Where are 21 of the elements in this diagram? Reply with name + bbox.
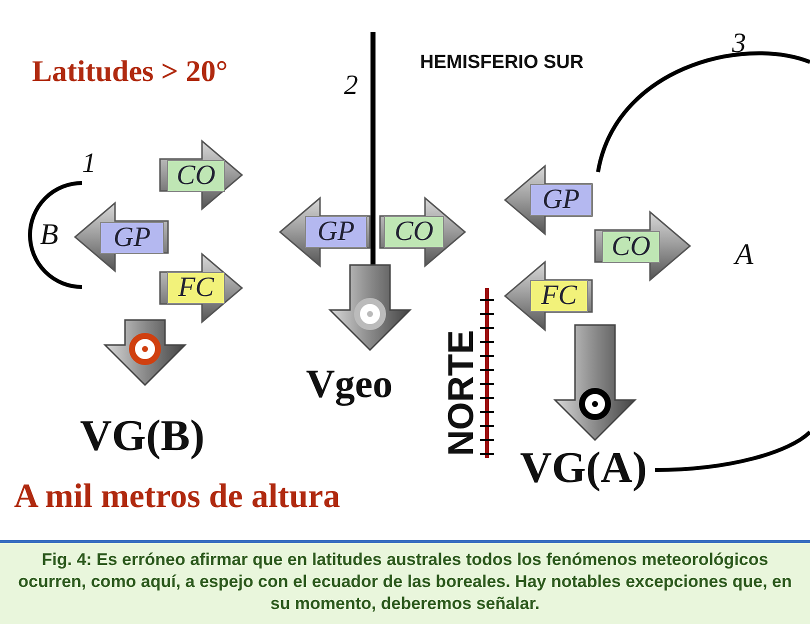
force-label: FC [530, 280, 588, 312]
force-label: GP [100, 222, 164, 254]
direction-label: NORTE [440, 330, 482, 456]
pressure-label: A [735, 238, 754, 272]
force-label: CO [384, 216, 444, 248]
curve-number: 3 [732, 28, 746, 60]
force-label: CO [602, 231, 660, 263]
force-label: CO [167, 160, 225, 192]
wind-label: VG(B) [80, 410, 205, 461]
force-label: GP [305, 216, 367, 248]
curve-number: 1 [82, 148, 96, 180]
figure-caption: Fig. 4: Es erróneo afirmar que en latitudes australes todos los fenómenos meteorológicos ocurren, como aquí, a espejo con el ecuador de las boreales. Hay notables excepciones que, en su momento, deberemos señalar. [0, 540, 810, 624]
curve-number: 2 [344, 70, 358, 102]
wind-label: VG(A) [520, 442, 648, 493]
altitude-note: A mil metros de altura [14, 478, 340, 516]
wind-label: Vgeo [306, 360, 393, 407]
pressure-label: B [40, 218, 58, 252]
force-label: GP [530, 184, 592, 216]
latitude-note: Latitudes > 20° [32, 55, 228, 89]
force-label: FC [167, 272, 225, 304]
hemisphere-label: HEMISFERIO SUR [420, 52, 584, 74]
